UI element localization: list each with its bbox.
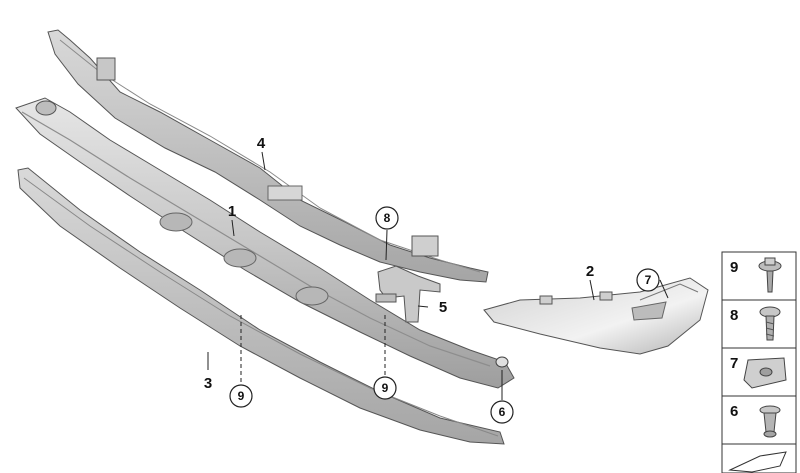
callout-7-circle: 7 (636, 268, 660, 292)
legend-label-9: 9 (730, 259, 738, 276)
callout-8: 8 (384, 211, 391, 225)
callout-9-left: 9 (238, 389, 245, 403)
clip-nut-icon (743, 357, 787, 389)
part-3-lower-strip (17, 167, 505, 445)
callout-9-right: 9 (382, 381, 389, 395)
part-4-upper-bracket (47, 29, 489, 283)
callout-6: 6 (499, 405, 506, 419)
callout-7: 7 (645, 273, 652, 287)
legend-label-8: 8 (730, 307, 738, 324)
callout-5: 5 (439, 299, 447, 316)
part-1-main-spoiler (15, 97, 515, 389)
legend-item-6: 6 (721, 395, 797, 445)
callout-3: 3 (204, 375, 212, 392)
legend-item-8: 8 (721, 299, 797, 349)
callout-2: 2 (586, 263, 594, 280)
leader-lines (207, 151, 669, 400)
callout-6-circle: 6 (490, 400, 514, 424)
seal-strip-icon (728, 451, 787, 473)
callout-1: 1 (228, 203, 236, 220)
callout-4: 4 (257, 135, 266, 152)
legend-label-6: 6 (730, 403, 738, 420)
part-2-side-trim (483, 277, 709, 355)
callout-9b-circle: 9 (373, 376, 397, 400)
legend-item-9: 9 (721, 251, 797, 301)
legend-label-7: 7 (730, 355, 738, 372)
legend-item-partial (721, 443, 797, 473)
legend-item-7: 7 (721, 347, 797, 397)
callout-9a-circle: 9 (229, 384, 253, 408)
expanding-rivet-icon (759, 405, 781, 438)
callout-8-circle: 8 (375, 206, 399, 230)
legend-panel: 9 8 7 6 (721, 251, 797, 473)
torx-screw-icon (759, 306, 781, 341)
screw-washer-icon (758, 257, 782, 293)
